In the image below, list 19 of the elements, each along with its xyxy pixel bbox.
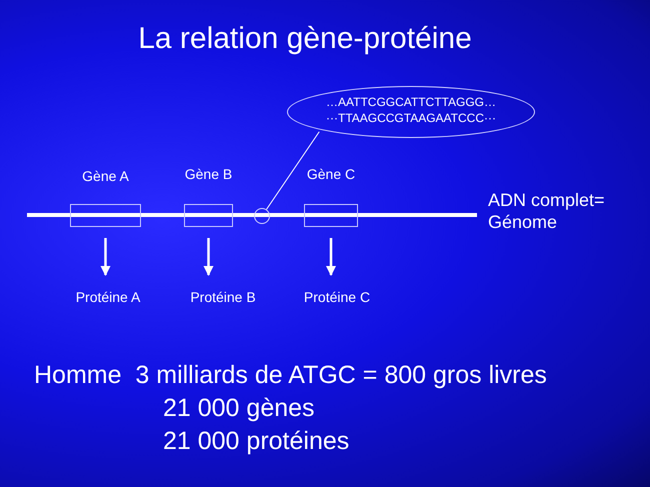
dna-sequence: ···TTAAGCCGTAAGAATCCC··· (325, 110, 497, 126)
genome-label: ADN complet= Génome (488, 190, 606, 234)
speech-ellipse (287, 86, 535, 138)
gene-label: Gène B (184, 166, 233, 182)
arrow (326, 238, 336, 276)
arrow (100, 238, 110, 276)
gene-label: Gène C (306, 166, 356, 182)
protein-label: Protéine C (292, 289, 382, 307)
gene-label: Gène A (81, 168, 130, 184)
title: La relation gène-protéine (137, 22, 473, 56)
note-text: 21 000 gènes (163, 393, 315, 423)
note-text: 21 000 protéines (163, 426, 350, 456)
locus-circle (254, 208, 270, 224)
protein-label: Protéine B (178, 289, 268, 307)
leader-line (266, 131, 320, 210)
protein-label: Protéine A (63, 289, 153, 307)
note-text: Homme 3 milliards de ATGC = 800 gros livres (34, 360, 547, 390)
dna-sequence: …AATTCGGCATTCTTAGGG… (325, 94, 497, 110)
arrow (204, 238, 214, 276)
